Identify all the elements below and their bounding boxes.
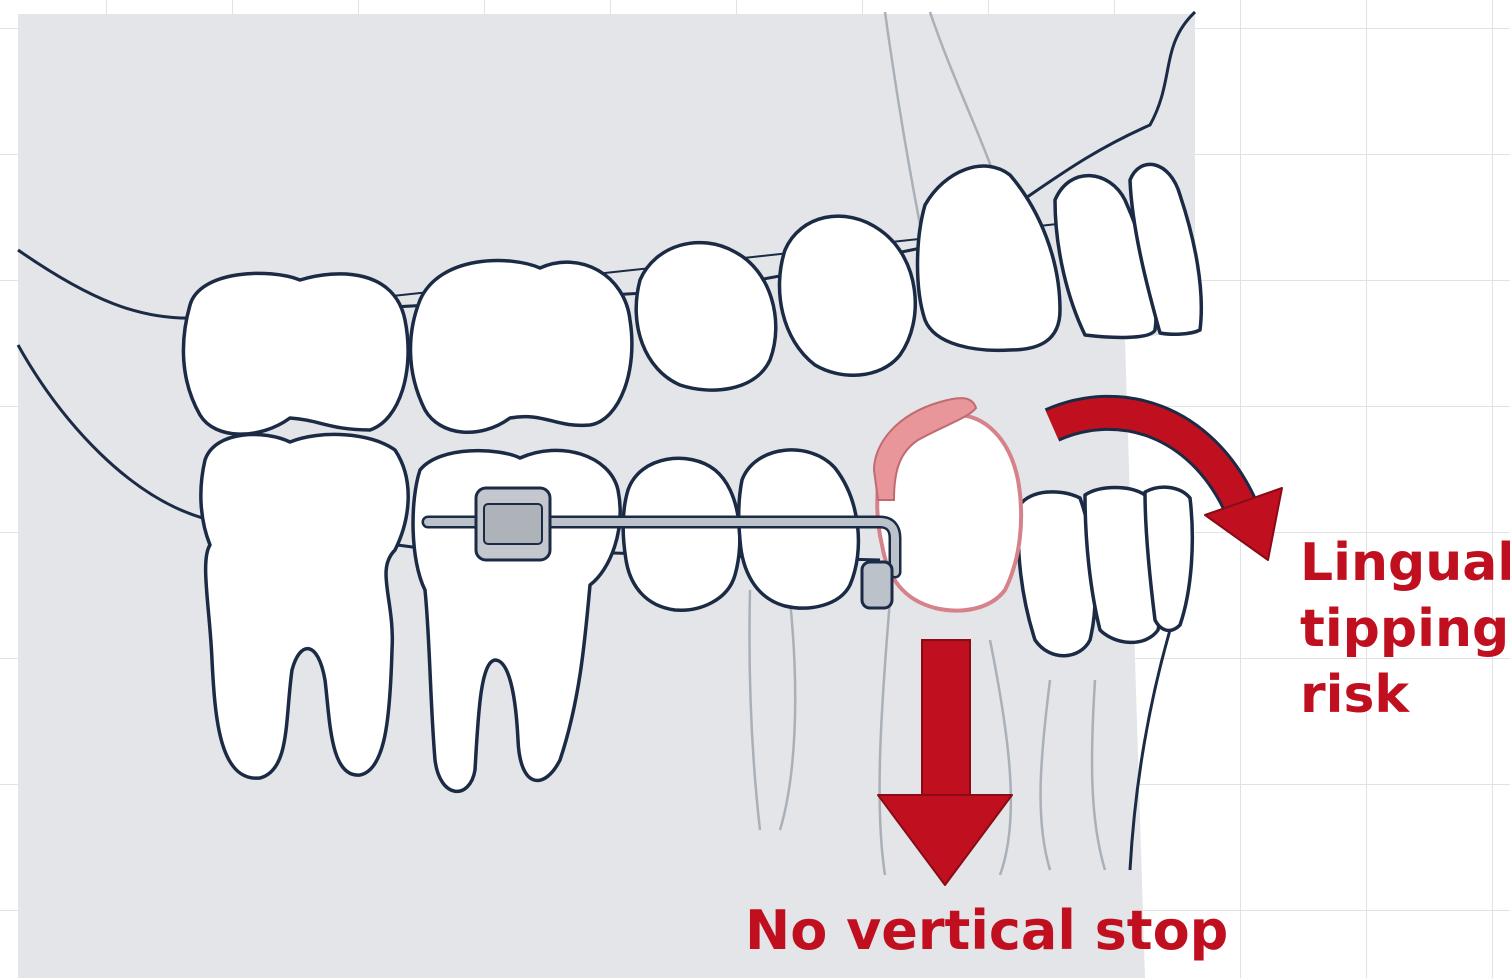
lower-incisor-3 [1145,487,1192,630]
lower-premolar-1 [623,458,740,610]
label-line-1: Lingual [1300,530,1510,596]
label-line-3: risk [1300,662,1510,728]
lower-premolar-2 [739,450,859,608]
no-vertical-stop-label: No vertical stop [745,898,1228,964]
upper-molar-1 [183,273,408,434]
lingual-tipping-risk-label: Lingual tipping risk [1300,530,1510,728]
wire-end-tube [862,562,892,608]
upper-molar-2 [410,260,631,432]
label-line-2: tipping [1300,596,1510,662]
